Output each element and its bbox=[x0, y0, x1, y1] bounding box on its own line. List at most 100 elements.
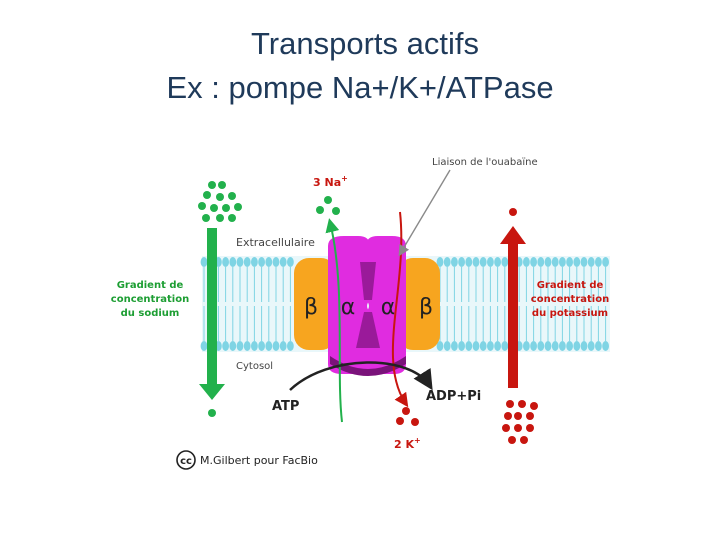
lipid-head bbox=[251, 341, 258, 351]
lipid-head bbox=[573, 341, 581, 351]
lipid-head bbox=[443, 341, 451, 351]
lipid-head bbox=[501, 341, 509, 351]
sodium-ion bbox=[208, 409, 216, 417]
lipid-head bbox=[222, 341, 229, 351]
lipid-head bbox=[559, 257, 566, 267]
lipid-head bbox=[436, 341, 444, 351]
lipid-head bbox=[602, 257, 609, 267]
lipid-head bbox=[487, 341, 494, 351]
potassium-path-arrow bbox=[391, 211, 409, 408]
lipid-head bbox=[279, 341, 287, 351]
svg-text:concentration: concentration bbox=[111, 294, 189, 305]
lipid-head bbox=[602, 341, 609, 351]
beta-subunit-left bbox=[294, 258, 336, 350]
lipid-head bbox=[501, 257, 509, 267]
svg-text:du sodium: du sodium bbox=[121, 308, 180, 319]
lipid-head bbox=[559, 341, 566, 351]
sodium-ions-released bbox=[316, 196, 340, 215]
lipid-head bbox=[551, 257, 559, 267]
lipid-head bbox=[587, 341, 595, 351]
lipid-head bbox=[479, 257, 487, 267]
lipid-head bbox=[595, 257, 602, 267]
potassium-ions-cytosol bbox=[502, 400, 538, 444]
lipid-head bbox=[251, 257, 258, 267]
credit-cc-logo: cc bbox=[176, 450, 196, 470]
lipid-head bbox=[544, 341, 552, 351]
pump-channel-upper bbox=[360, 262, 376, 300]
lipid-head bbox=[494, 341, 501, 351]
lipid-head bbox=[530, 257, 537, 267]
lipid-head bbox=[465, 341, 473, 351]
credit-text: M.Gilbert pour FacBio bbox=[200, 454, 318, 467]
na-k-atpase-diagram: β α α β Liaison de l'ouabaïne 3 Na+ Extr… bbox=[110, 150, 626, 482]
label-adp-pi: ADP+Pi bbox=[426, 389, 481, 404]
svg-text:Gradient de: Gradient de bbox=[537, 280, 604, 291]
lipid-head bbox=[436, 257, 444, 267]
svg-text:concentration: concentration bbox=[531, 294, 609, 305]
lipid-head bbox=[472, 341, 480, 351]
lipid-head bbox=[465, 257, 473, 267]
lipid-head bbox=[243, 257, 251, 267]
label-2-k: 2 K+ bbox=[394, 436, 421, 451]
subunit-beta-right: β bbox=[419, 295, 433, 320]
potassium-gradient-arrow bbox=[500, 226, 526, 388]
label-3-na: 3 Na+ bbox=[313, 174, 348, 189]
label-ouabaine: Liaison de l'ouabaïne bbox=[432, 157, 538, 168]
lipid-head bbox=[544, 257, 552, 267]
lipid-head bbox=[229, 257, 237, 267]
lipid-head bbox=[487, 257, 494, 267]
lipid-head bbox=[287, 341, 294, 351]
lipid-head bbox=[258, 257, 265, 267]
lipid-head bbox=[537, 341, 545, 351]
lipid-head bbox=[279, 257, 287, 267]
lipid-head bbox=[458, 341, 465, 351]
pump-channel-lower bbox=[356, 312, 380, 348]
ouabaine-pointer bbox=[398, 169, 451, 257]
label-atp: ATP bbox=[272, 399, 299, 414]
svg-text:Gradient de: Gradient de bbox=[117, 280, 184, 291]
lipid-head bbox=[479, 341, 487, 351]
lipid-head bbox=[595, 341, 602, 351]
pump-base bbox=[330, 356, 406, 376]
beta-subunit-right bbox=[398, 258, 440, 350]
lipid-head bbox=[566, 257, 573, 267]
lipid-head bbox=[580, 341, 588, 351]
sodium-ions-extracellular bbox=[198, 181, 242, 222]
slide-title: Transports actifs bbox=[251, 26, 479, 61]
lipid-head bbox=[587, 257, 595, 267]
lipid-head bbox=[243, 341, 251, 351]
lipid-head bbox=[236, 257, 244, 267]
sodium-gradient-arrow bbox=[199, 228, 225, 400]
lipid-head bbox=[566, 341, 573, 351]
lipid-head bbox=[200, 257, 208, 267]
lipid-head bbox=[258, 341, 265, 351]
potassium-ion bbox=[509, 208, 517, 216]
lipid-head bbox=[472, 257, 480, 267]
subunit-beta-left: β bbox=[304, 295, 318, 320]
lipid-head bbox=[573, 257, 581, 267]
lipid-head bbox=[530, 341, 537, 351]
potassium-ions-released bbox=[396, 407, 419, 426]
atp-hydrolysis-arrow bbox=[289, 361, 433, 391]
lipid-head bbox=[451, 341, 458, 351]
lipid-head bbox=[443, 257, 451, 267]
lipid-head bbox=[200, 341, 208, 351]
lipid-head bbox=[265, 257, 273, 267]
lipid-head bbox=[523, 341, 530, 351]
sodium-path-arrow bbox=[325, 218, 343, 423]
subunit-alpha-right: α bbox=[381, 295, 396, 320]
label-cytosol: Cytosol bbox=[236, 361, 273, 372]
lipid-head bbox=[287, 257, 294, 267]
lipid-head bbox=[272, 257, 280, 267]
lipid-head bbox=[229, 341, 237, 351]
lipid-head bbox=[537, 257, 545, 267]
lipid-head bbox=[272, 341, 280, 351]
subunit-alpha-left: α bbox=[341, 295, 356, 320]
lipid-head bbox=[222, 257, 229, 267]
label-gradient-potassium: Gradient de concentration du potassium bbox=[531, 280, 609, 319]
label-extracellulaire: Extracellulaire bbox=[236, 236, 315, 249]
lipid-head bbox=[451, 257, 458, 267]
lipid-head bbox=[265, 341, 273, 351]
lipid-head bbox=[458, 257, 465, 267]
lipid-head bbox=[523, 257, 530, 267]
